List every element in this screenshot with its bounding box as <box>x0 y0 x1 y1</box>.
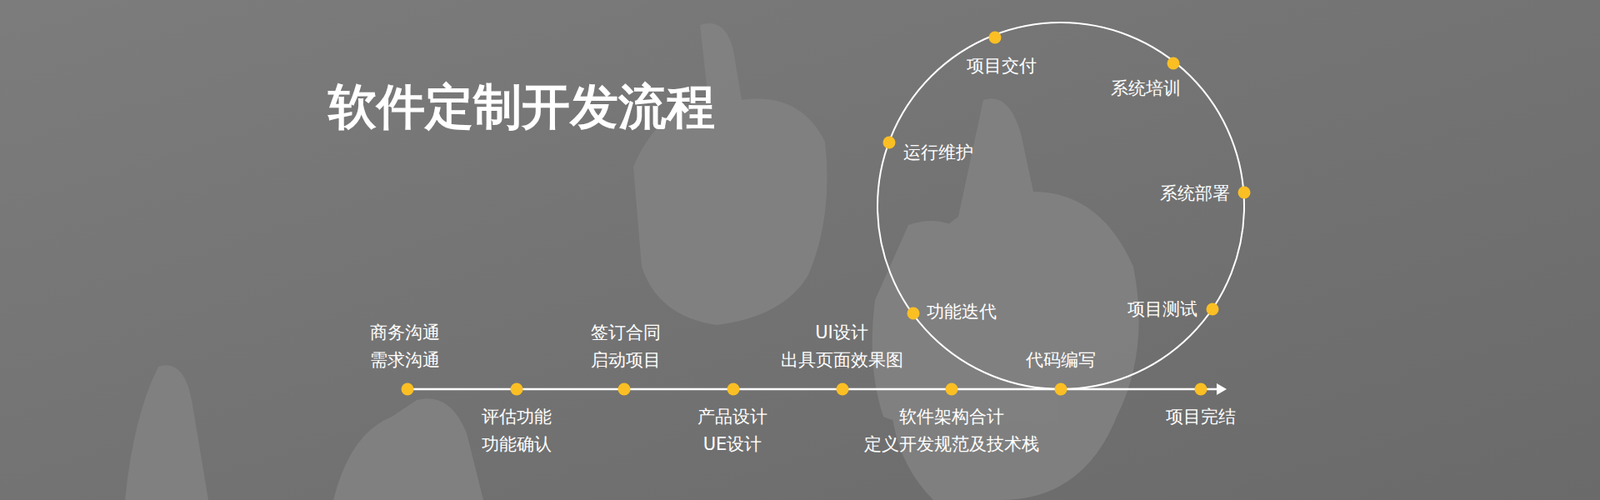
step-label: 定义开发规范及技术栈 <box>864 434 1040 455</box>
step-label: UE设计 <box>703 434 763 455</box>
step-label: 出具页面效果图 <box>780 350 904 371</box>
step-label: 功能迭代 <box>926 301 997 323</box>
step-label: 软件架构合计 <box>899 406 1005 428</box>
step-label: 功能确认 <box>481 434 552 455</box>
step-label: 系统部署 <box>1160 183 1230 205</box>
step-label: 项目交付 <box>966 55 1037 77</box>
diagram-title: 软件定制开发流程 <box>328 80 715 135</box>
step-label: 商务沟通 <box>370 322 440 344</box>
step-label: 项目完结 <box>1165 406 1236 428</box>
step-label: 项目测试 <box>1127 299 1198 320</box>
step-label: 启动项目 <box>590 350 661 371</box>
step-label: 产品设计 <box>697 406 768 428</box>
timeline-arrowhead <box>1216 383 1227 395</box>
step-label: 代码编写 <box>1025 350 1096 371</box>
step-label: UI设计 <box>815 322 869 344</box>
step-label: 运行维护 <box>903 142 974 164</box>
cycle-circle <box>877 22 1245 390</box>
step-label: 系统培训 <box>1110 78 1181 100</box>
step-label: 签订合同 <box>590 322 661 344</box>
step-label: 评估功能 <box>481 406 552 428</box>
timeline-line <box>407 388 1219 391</box>
step-label: 需求沟通 <box>370 350 440 371</box>
